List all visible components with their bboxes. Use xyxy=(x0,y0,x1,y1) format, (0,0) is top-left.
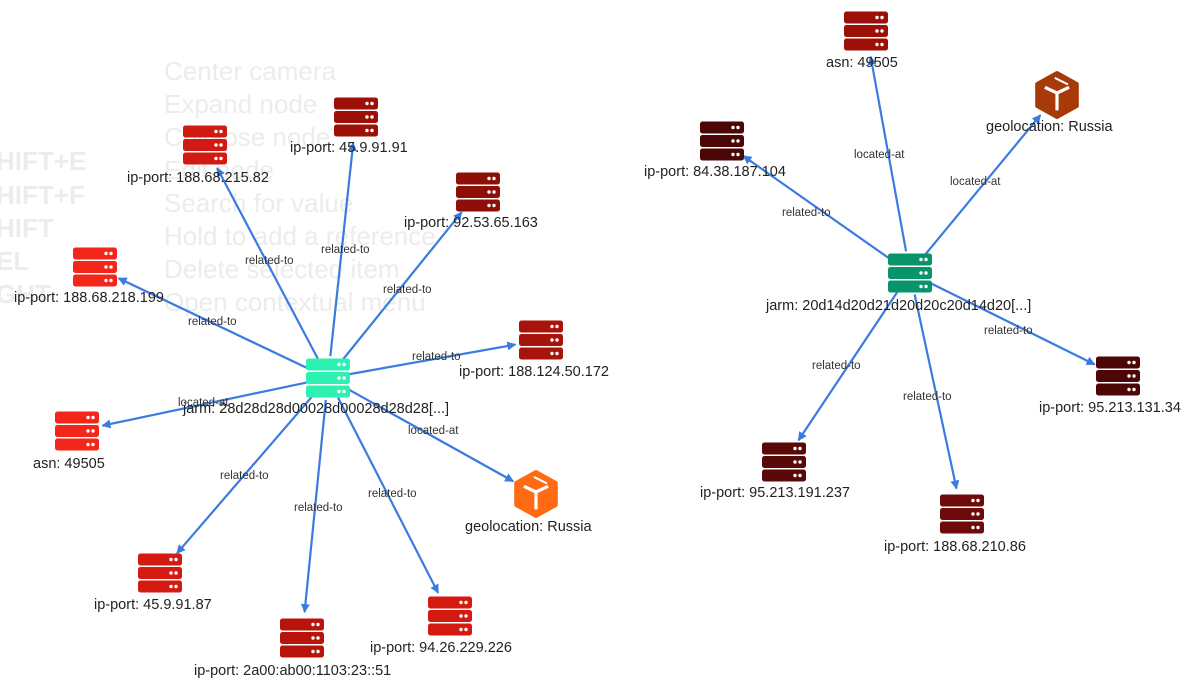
node-asn2[interactable]: asn: 49505 xyxy=(826,11,898,72)
edge-label: located-at xyxy=(178,397,229,409)
node-jarm2[interactable]: jarm: 20d14d20d21d20d20c20d14d20[...] xyxy=(765,253,1031,315)
node-ip6[interactable]: ip-port: 45.9.91.87 xyxy=(94,553,212,614)
node-label: asn: 49505 xyxy=(33,456,105,472)
edges-layer xyxy=(101,55,1096,614)
server-icon[interactable] xyxy=(844,11,888,51)
edge-jarm1-ip1[interactable] xyxy=(216,167,319,360)
node-label: geolocation: Russia xyxy=(465,519,592,535)
server-icon[interactable] xyxy=(940,494,984,534)
cube-icon[interactable] xyxy=(514,470,558,518)
server-icon[interactable] xyxy=(138,553,182,593)
server-icon[interactable] xyxy=(334,97,378,137)
node-label: ip-port: 92.53.65.163 xyxy=(404,215,538,231)
edge-jarm1-ip2[interactable] xyxy=(329,141,357,357)
node-ip10[interactable]: ip-port: 95.213.131.34 xyxy=(1039,356,1181,417)
node-label: ip-port: 84.38.187.104 xyxy=(644,164,786,180)
server-icon[interactable] xyxy=(280,618,324,658)
node-geo1[interactable]: geolocation: Russia xyxy=(465,470,592,535)
server-icon[interactable] xyxy=(762,442,806,482)
cube-icon[interactable] xyxy=(1035,71,1079,119)
node-ip12[interactable]: ip-port: 188.68.210.86 xyxy=(884,494,1026,556)
node-ip3[interactable]: ip-port: 92.53.65.163 xyxy=(404,172,538,232)
edge-label: related-to xyxy=(368,488,417,500)
server-icon[interactable] xyxy=(428,596,472,636)
node-label: ip-port: 95.213.191.237 xyxy=(700,485,850,501)
server-icon[interactable] xyxy=(306,358,350,398)
edge-label: located-at xyxy=(408,425,459,437)
edge-jarm1-geo1[interactable] xyxy=(346,387,515,483)
server-icon[interactable] xyxy=(73,247,117,287)
edge-jarm1-ip8[interactable] xyxy=(337,397,440,594)
server-icon[interactable] xyxy=(700,121,744,161)
node-ip2[interactable]: ip-port: 45.9.91.91 xyxy=(290,97,408,157)
edge-jarm2-ip11[interactable] xyxy=(797,290,899,442)
server-icon[interactable] xyxy=(55,411,99,451)
node-label: ip-port: 94.26.229.226 xyxy=(370,640,512,656)
edge-jarm2-ip9[interactable] xyxy=(742,155,893,262)
edge-jarm2-ip10[interactable] xyxy=(929,281,1096,366)
node-ip4[interactable]: ip-port: 188.68.218.199 xyxy=(14,247,164,307)
edge-jarm1-ip7[interactable] xyxy=(300,399,327,614)
node-label: ip-port: 95.213.131.34 xyxy=(1039,400,1181,416)
edge-jarm1-ip6[interactable] xyxy=(176,393,315,555)
edge-label: related-to xyxy=(245,255,294,267)
node-label: ip-port: 188.68.210.86 xyxy=(884,539,1026,555)
edge-jarm1-asn1[interactable] xyxy=(101,381,307,429)
server-icon[interactable] xyxy=(519,320,563,360)
edge-label: related-to xyxy=(782,207,831,219)
edge-label: related-to xyxy=(412,351,461,363)
edge-label: related-to xyxy=(321,244,370,256)
node-label: geolocation: Russia xyxy=(986,119,1113,135)
node-label: ip-port: 188.68.215.82 xyxy=(127,170,269,186)
server-icon[interactable] xyxy=(888,253,932,293)
server-icon[interactable] xyxy=(183,125,227,165)
edge-label: related-to xyxy=(188,316,237,328)
node-ip5[interactable]: ip-port: 188.124.50.172 xyxy=(459,320,609,381)
edge-jarm2-asn2[interactable] xyxy=(867,55,908,252)
server-icon[interactable] xyxy=(1096,356,1140,396)
node-ip9[interactable]: ip-port: 84.38.187.104 xyxy=(644,121,786,181)
server-icon[interactable] xyxy=(456,172,500,212)
node-ip8[interactable]: ip-port: 94.26.229.226 xyxy=(370,596,512,657)
node-label: ip-port: 2a00:ab00:1103:23::51 xyxy=(194,663,391,679)
edge-jarm1-ip5[interactable] xyxy=(349,341,517,376)
edge-label: located-at xyxy=(950,176,1001,188)
edge-jarm2-ip12[interactable] xyxy=(913,294,960,490)
node-label: asn: 49505 xyxy=(826,55,898,71)
nodes-layer: jarm: 28d28d28d00028d00028d28d28[...] ip-… xyxy=(14,11,1181,680)
edge-jarm1-ip3[interactable] xyxy=(340,211,463,362)
node-jarm1[interactable]: jarm: 28d28d28d00028d00028d28d28[...] xyxy=(182,358,449,418)
node-ip11[interactable]: ip-port: 95.213.191.237 xyxy=(700,442,850,502)
edge-label: related-to xyxy=(220,470,269,482)
edge-jarm2-geo2[interactable] xyxy=(923,114,1042,257)
node-label: ip-port: 45.9.91.87 xyxy=(94,597,212,613)
node-label: ip-port: 188.124.50.172 xyxy=(459,364,609,380)
node-label: ip-port: 188.68.218.199 xyxy=(14,290,164,306)
node-label: ip-port: 45.9.91.91 xyxy=(290,140,408,156)
node-ip1[interactable]: ip-port: 188.68.215.82 xyxy=(127,125,269,187)
node-ip7[interactable]: ip-port: 2a00:ab00:1103:23::51 xyxy=(194,618,391,680)
edge-label: related-to xyxy=(294,502,343,514)
node-label: jarm: 20d14d20d21d20d20c20d14d20[...] xyxy=(765,298,1031,314)
node-label: jarm: 28d28d28d00028d00028d28d28[...] xyxy=(182,401,449,417)
edge-label: related-to xyxy=(383,284,432,296)
edge-labels-layer: related-to related-to related-to related-to… xyxy=(178,149,1033,514)
edge-label: related-to xyxy=(812,360,861,372)
node-geo2[interactable]: geolocation: Russia xyxy=(986,71,1113,135)
node-asn1[interactable]: asn: 49505 xyxy=(33,411,105,473)
edge-label: related-to xyxy=(903,391,952,403)
edge-label: related-to xyxy=(984,325,1033,337)
edge-label: located-at xyxy=(854,149,905,161)
edge-jarm1-ip4[interactable] xyxy=(117,277,309,370)
